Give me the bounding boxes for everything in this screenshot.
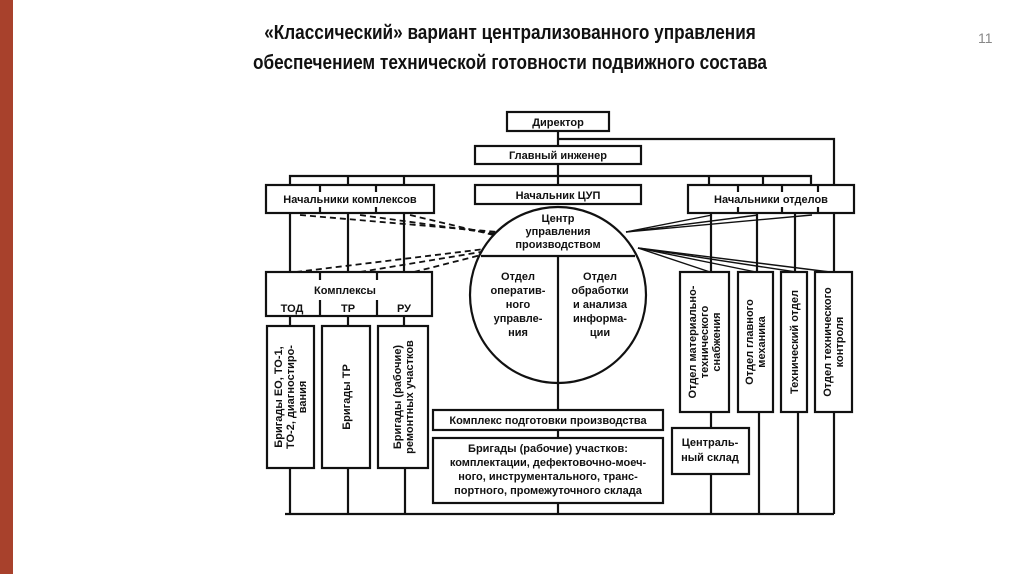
slide-title: «Классический» вариант централизованного… (200, 18, 819, 78)
box-chief-engineer: Главный инженер (473, 144, 643, 166)
brigade-tod-line-1: Бригады ЕО, ТО-1, (273, 346, 285, 447)
title-line-1: «Классический» вариант централизованного… (264, 22, 756, 44)
dept-supply-line-3: снабжения (711, 312, 723, 371)
box-complexes: Комплексы ТОД ТР РУ (264, 270, 434, 318)
complex-tr: ТР (341, 303, 355, 315)
brigade-tod-line-2: ТО-2, диагностиро- (285, 345, 297, 449)
box-brigades-tod: Бригады ЕО, ТО-1, ТО-2, диагностиро- ван… (265, 324, 316, 470)
page-number: 11 (978, 30, 993, 46)
box-dept-quality: Отдел технического контроля (813, 270, 854, 414)
center-left-4: управле- (494, 313, 543, 325)
center-circle: Центр управления производством Отдел опе… (468, 205, 648, 385)
warehouse-line-1: Централь- (682, 437, 739, 449)
box-prep-brigades: Бригады (рабочие) участков: комплектации… (431, 436, 665, 505)
center-right-1: Отдел (583, 271, 617, 283)
box-prep-complex: Комплекс подготовки производства (431, 408, 665, 432)
box-dept-technical: Технический отдел (779, 270, 809, 414)
director-label: Директор (532, 117, 584, 129)
box-dept-supply: Отдел материально- технического снабжени… (678, 270, 731, 414)
dept-supply-line-2: технического (699, 305, 711, 378)
center-left-3: ного (506, 299, 531, 311)
prep-brigades-line-2: комплектации, дефектовочно-моеч- (450, 457, 647, 469)
box-brigades-tr: Бригады ТР (320, 324, 372, 470)
box-dept-heads: Начальники отделов (686, 183, 856, 215)
dept-quality-line-1: Отдел технического (822, 287, 834, 397)
brigade-tod-line-3: вания (297, 381, 309, 414)
box-brigades-ru: Бригады (рабочие) ремонтных участков (376, 324, 430, 470)
center-title-1: Центр (541, 213, 574, 225)
dept-mechanic-line-2: механика (756, 315, 768, 367)
accent-bar (0, 0, 13, 574)
center-title-3: производством (515, 239, 600, 251)
prep-brigades-line-4: портного, промежуточного склада (454, 485, 643, 497)
center-left-5: ния (508, 327, 528, 339)
prep-complex-label: Комплекс подготовки производства (449, 415, 647, 427)
dept-quality-line-2: контроля (834, 317, 846, 368)
box-central-warehouse: Централь- ный склад (670, 426, 751, 476)
dept-technical-line-1: Технический отдел (789, 290, 801, 394)
brigade-ru-line-2: ремонтных участков (404, 340, 416, 454)
prep-brigades-line-3: ного, инструментального, транс- (458, 471, 638, 483)
warehouse-line-2: ный склад (681, 452, 739, 464)
dept-mechanic-line-1: Отдел главного (744, 299, 756, 385)
center-right-5: ции (590, 327, 610, 339)
cup-head-label: Начальник ЦУП (516, 190, 601, 202)
title-line-2: обеспечением технической готовности подв… (252, 52, 768, 74)
complexes-label: Комплексы (314, 285, 376, 297)
complex-heads-label: Начальники комплексов (283, 194, 417, 206)
complex-tod: ТОД (281, 303, 304, 315)
brigade-ru-line-1: Бригады (рабочие) (392, 345, 404, 450)
box-director: Директор (505, 110, 611, 133)
center-left-2: оператив- (491, 285, 546, 297)
box-cup-head: Начальник ЦУП (473, 183, 643, 206)
center-left-1: Отдел (501, 271, 535, 283)
center-right-2: обработки (571, 285, 628, 297)
chief-engineer-label: Главный инженер (509, 150, 607, 162)
complex-ru: РУ (397, 303, 411, 315)
center-right-3: и анализа (573, 299, 628, 311)
brigade-tr-line-1: Бригады ТР (341, 364, 353, 430)
box-dept-mechanic: Отдел главного механика (736, 270, 775, 414)
center-title-2: управления (525, 226, 590, 238)
prep-brigades-line-1: Бригады (рабочие) участков: (468, 443, 628, 455)
box-complex-heads: Начальники комплексов (264, 183, 436, 215)
connectors (285, 131, 836, 516)
center-right-4: информа- (573, 313, 627, 325)
dept-heads-label: Начальники отделов (714, 194, 828, 206)
dept-supply-line-1: Отдел материально- (687, 285, 699, 398)
